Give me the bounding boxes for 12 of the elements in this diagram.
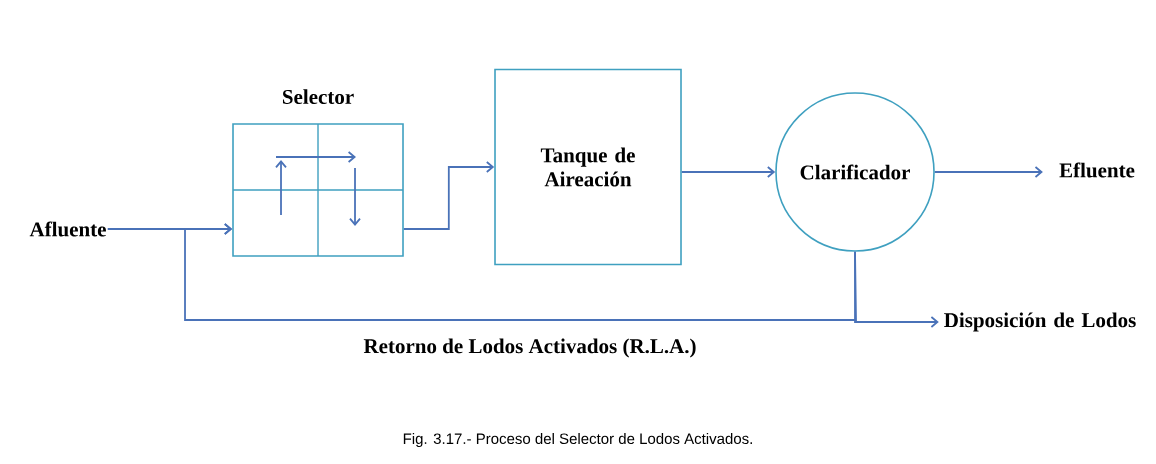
flow-label: Disposición de Lodos: [944, 312, 1136, 332]
arrow: [184, 223, 857, 321]
flow-label: Afluente: [29, 221, 106, 237]
selector-box: Selector: [232, 89, 404, 257]
arrow: [933, 166, 1043, 178]
edge-label: Retorno de Lodos Activados (R.L.A.): [363, 338, 696, 358]
flow-label: Efluente: [1059, 162, 1135, 178]
figure-caption: Fig. 3.17.- Proceso del Selector de Lodos Activados.: [403, 433, 752, 447]
node-label: Selector: [282, 89, 354, 104]
arrow: [680, 166, 776, 178]
process-box: Tanque de Aireación: [494, 68, 682, 266]
arrow: [402, 161, 495, 230]
